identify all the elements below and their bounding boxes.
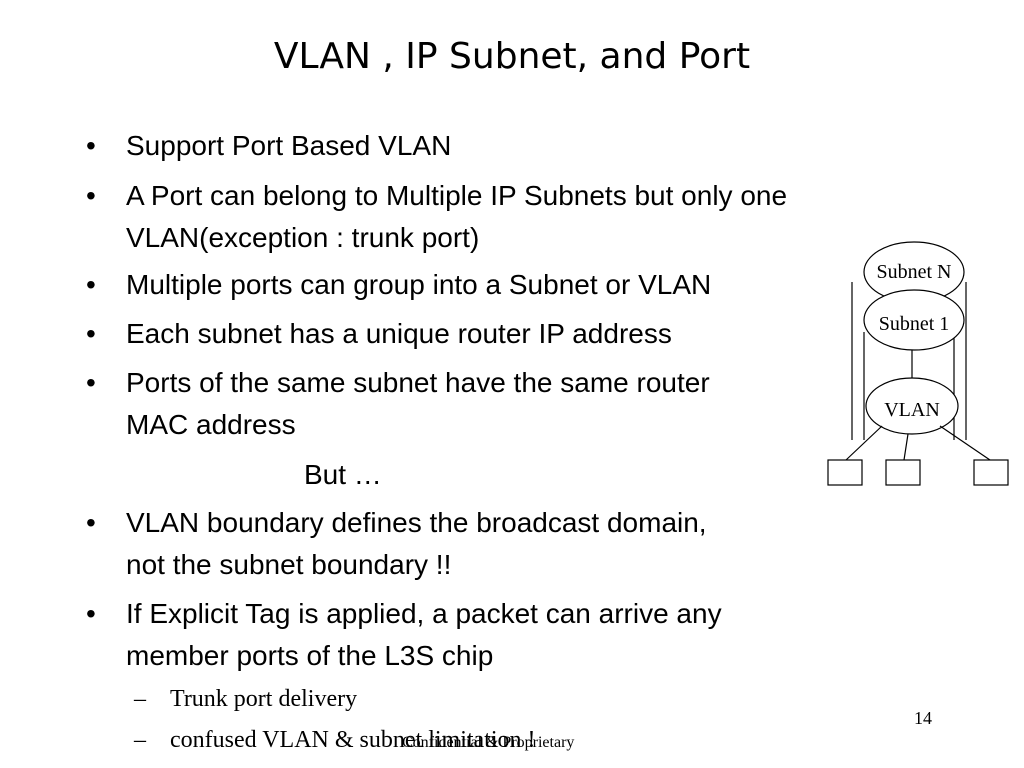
bullet-marker: • <box>86 130 96 161</box>
node-subnet-1: Subnet 1 <box>863 289 965 351</box>
connector-vlan-port-left <box>845 425 883 461</box>
bullet-text: Multiple ports can group into a Subnet o… <box>126 269 712 300</box>
footer-confidential: Confidential & Proprietary <box>402 734 575 751</box>
connector-vlan-port-right <box>939 425 991 461</box>
node-vlan: VLAN <box>865 377 959 435</box>
port-box <box>973 459 1009 486</box>
sub-bullet-marker: – <box>134 686 146 712</box>
bullet-text: A Port can belong to Multiple IP Subnets… <box>126 180 788 211</box>
node-label: Subnet N <box>877 261 952 283</box>
port-box <box>885 459 921 486</box>
bullet-text: Each subnet has a unique router IP addre… <box>126 318 672 349</box>
bullet-text: Support Port Based VLAN <box>126 130 452 161</box>
sub-bullet-marker: – <box>134 727 146 753</box>
bullet-text: If Explicit Tag is applied, a packet can… <box>126 598 722 629</box>
but-text: But … <box>304 459 382 490</box>
vlan-subnet-diagram: Subnet N Subnet 1 VLAN <box>827 241 1009 486</box>
bullet-marker: • <box>86 507 96 538</box>
bullet-text-continued: not the subnet boundary !! <box>126 549 452 580</box>
bullet-marker: • <box>86 598 96 629</box>
bullet-marker: • <box>86 367 96 398</box>
node-subnet-n: Subnet N <box>863 241 965 303</box>
connector-vlan-port-middle <box>903 433 909 461</box>
bullet-text: VLAN boundary defines the broadcast doma… <box>126 507 707 538</box>
sub-bullet-text: Trunk port delivery <box>170 686 358 712</box>
sub-bullet-text: confused VLAN & subnet limitation ! <box>170 727 536 753</box>
node-label: VLAN <box>884 399 940 421</box>
bullet-text-continued: member ports of the L3S chip <box>126 640 494 671</box>
page-number: 14 <box>914 708 932 728</box>
bullet-text-continued: MAC address <box>126 409 296 440</box>
bullet-text: Ports of the same subnet have the same r… <box>126 367 710 398</box>
bullet-marker: • <box>86 318 96 349</box>
port-box <box>827 459 863 486</box>
node-label: Subnet 1 <box>879 313 950 335</box>
slide-title: VLAN , IP Subnet, and Port <box>273 36 751 77</box>
bullet-marker: • <box>86 269 96 300</box>
bullet-text-continued: VLAN(exception : trunk port) <box>126 222 480 253</box>
bullet-marker: • <box>86 180 96 211</box>
